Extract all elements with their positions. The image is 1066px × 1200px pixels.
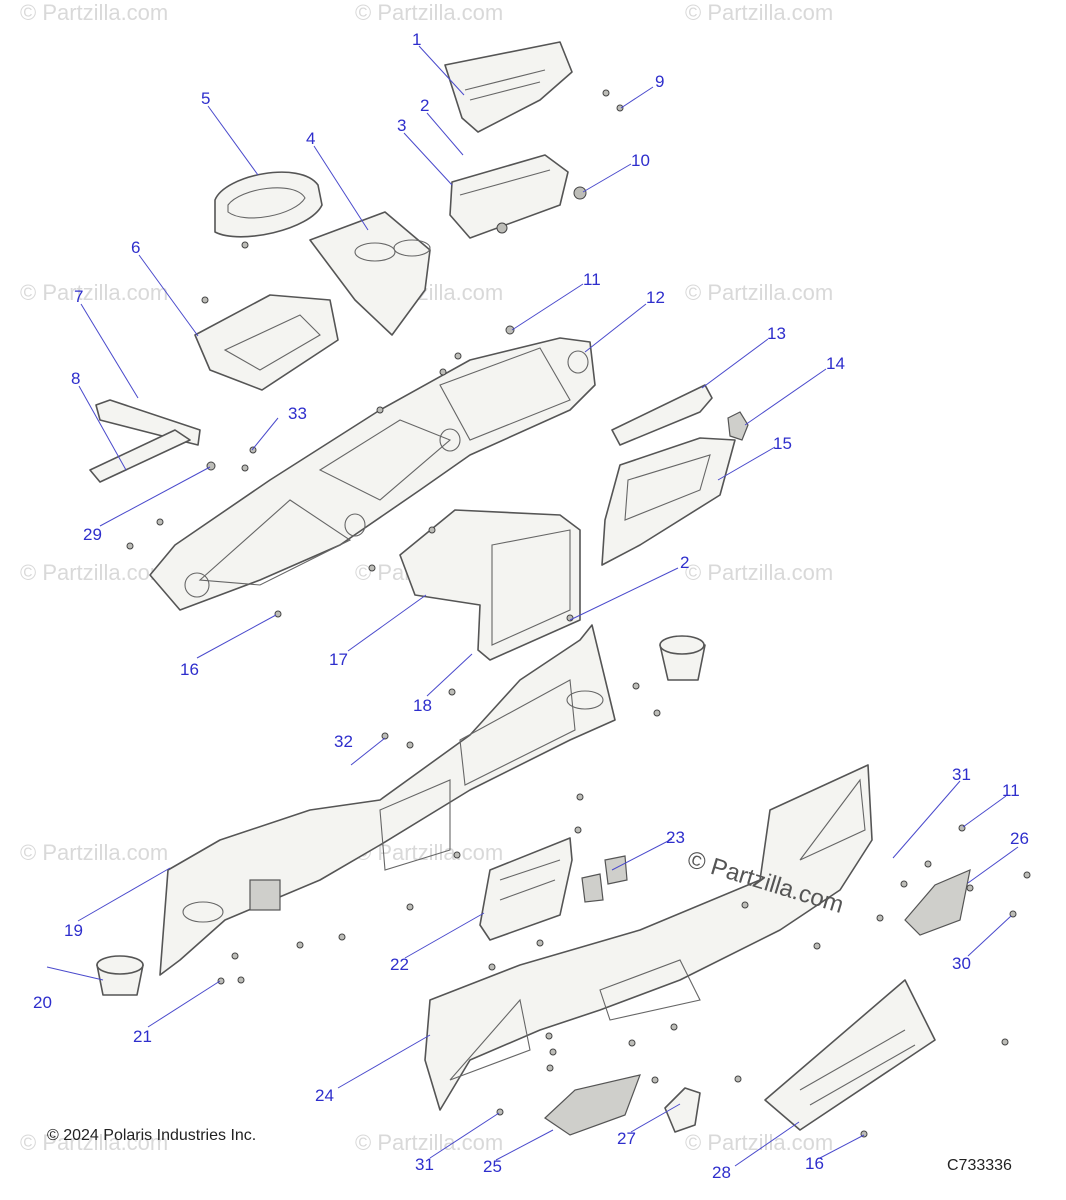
watermark: © Partzilla.com [20, 0, 168, 25]
callout-4: 4 [306, 129, 315, 148]
callout-7: 7 [74, 287, 83, 306]
callout-33: 33 [288, 404, 307, 423]
part-3-storage-bin [449, 154, 569, 239]
callout-21: 21 [133, 1027, 152, 1046]
watermark: © Partzilla.com [355, 0, 503, 25]
callout-24: 24 [315, 1086, 334, 1105]
part-17-glovebox [399, 509, 581, 661]
part-6-gauge-bracket [194, 294, 339, 391]
watermark: © Partzilla.com [20, 560, 168, 585]
callout-32: 32 [334, 732, 353, 751]
part-24-lower-bezel [424, 764, 873, 1111]
callout-17: 17 [329, 650, 348, 669]
callout-31: 31 [952, 765, 971, 784]
part-19-lower-dash [159, 624, 616, 976]
leader-lines [46, 45, 1019, 1167]
part-18-cupholder [659, 635, 706, 681]
callout-15: 15 [773, 434, 792, 453]
callout-10: 10 [631, 151, 650, 170]
copyright-notice: © 2024 Polaris Industries Inc. [47, 1127, 257, 1144]
callout-30: 30 [952, 954, 971, 973]
watermark: © Partzilla.com [20, 840, 168, 865]
watermark: © Partzilla.com [20, 280, 168, 305]
callout-26: 26 [1010, 829, 1029, 848]
callout-14: 14 [826, 354, 845, 373]
callout-25: 25 [483, 1157, 502, 1176]
callout-11: 11 [583, 270, 601, 289]
callout-20: 20 [33, 993, 52, 1012]
callout-31b: 31 [415, 1155, 434, 1174]
callout-28: 28 [712, 1163, 731, 1182]
callout-27: 27 [617, 1129, 636, 1148]
callout-13: 13 [767, 324, 786, 343]
callout-2b: 2 [680, 553, 689, 572]
callout-22: 22 [390, 955, 409, 974]
part-13-trim-strip [611, 384, 713, 446]
callout-2: 2 [420, 96, 429, 115]
part-26-grille [904, 868, 971, 936]
callout-5: 5 [201, 89, 210, 108]
watermark: © Partzilla.com [685, 560, 833, 585]
callout-18: 18 [413, 696, 432, 715]
callout-23: 23 [666, 828, 685, 847]
callout-1: 1 [412, 30, 421, 49]
callout-16b: 16 [805, 1154, 824, 1173]
part-28-storage-tray [764, 979, 936, 1131]
callout-8: 8 [71, 369, 80, 388]
part-20-cupholder [96, 955, 144, 996]
part-22-switch-panel [479, 837, 573, 941]
watermark: © Partzilla.com [20, 1130, 168, 1155]
part-1-lid [444, 41, 573, 133]
callout-19: 19 [64, 921, 83, 940]
part-25-grille [544, 1074, 641, 1136]
callout-16: 16 [180, 660, 199, 679]
callout-9: 9 [655, 72, 664, 91]
part-15-glovebox-door [601, 437, 736, 566]
callout-29: 29 [83, 525, 102, 544]
part-23-clips [581, 855, 628, 903]
callout-3: 3 [397, 116, 406, 135]
callout-11b: 11 [1002, 781, 1020, 800]
callout-12: 12 [646, 288, 665, 307]
callout-labels: 1 2 3 4 5 6 7 8 9 10 11 12 13 14 15 2 16… [33, 30, 1029, 1182]
part-12-upper-dash [149, 337, 596, 611]
part-8-plate [89, 429, 191, 483]
watermark: © Partzilla.com [355, 1130, 503, 1155]
part-4-cupholder-panel [309, 211, 431, 336]
callout-6: 6 [131, 238, 140, 257]
diagram-code: C733336 [947, 1157, 1012, 1174]
watermark: © Partzilla.com [685, 0, 833, 25]
watermark: © Partzilla.com [685, 1130, 833, 1155]
fasteners [126, 89, 1031, 1138]
part-5-gauge-bezel [214, 171, 323, 238]
part-27-bracket [664, 1087, 701, 1133]
watermark: © Partzilla.com [685, 280, 833, 305]
part-14-latch [727, 411, 749, 441]
